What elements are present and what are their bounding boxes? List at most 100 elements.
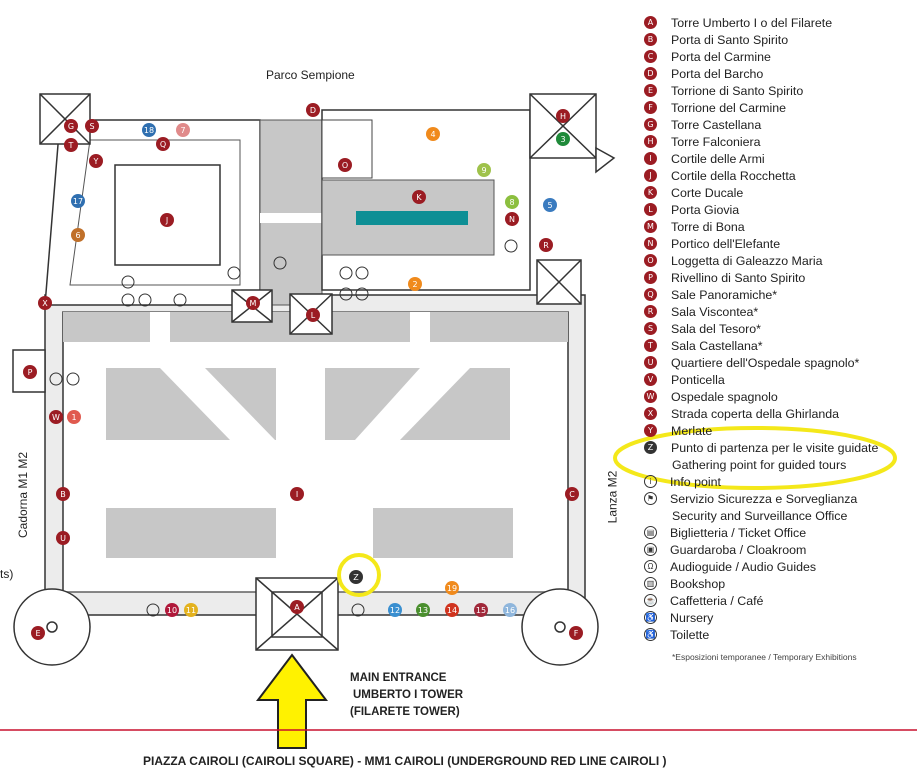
marker-3[interactable]: 3 bbox=[556, 132, 570, 146]
marker-W[interactable]: W bbox=[49, 410, 63, 424]
legend-badge: X bbox=[644, 407, 657, 420]
svg-text:11: 11 bbox=[186, 606, 196, 615]
svg-text:R: R bbox=[543, 241, 549, 250]
marker-18[interactable]: 18 bbox=[142, 123, 156, 137]
audioguide-icon bbox=[355, 287, 369, 301]
marker-H[interactable]: H bbox=[556, 109, 570, 123]
marker-7[interactable]: 7 bbox=[176, 123, 190, 137]
cortile-delle-armi bbox=[63, 312, 568, 558]
marker-1[interactable]: 1 bbox=[67, 410, 81, 424]
marker-C[interactable]: C bbox=[565, 487, 579, 501]
legend-label: Toilette bbox=[670, 627, 710, 642]
legend-label: Torrione di Santo Spirito bbox=[671, 83, 804, 98]
svg-text:D: D bbox=[310, 106, 316, 115]
marker-8[interactable]: 8 bbox=[505, 195, 519, 209]
marker-R[interactable]: R bbox=[539, 238, 553, 252]
svg-text:T: T bbox=[68, 141, 74, 150]
marker-M[interactable]: M bbox=[246, 296, 260, 310]
marker-X[interactable]: X bbox=[38, 296, 52, 310]
marker-10[interactable]: 10 bbox=[165, 603, 179, 617]
middle-wing bbox=[259, 119, 323, 306]
legend-service: ♿ Toilette bbox=[644, 626, 709, 643]
legend-badge: Q bbox=[644, 288, 657, 301]
marker-17[interactable]: 17 bbox=[71, 194, 85, 208]
legend-note: *Esposizioni temporanee / Temporary Exhi… bbox=[672, 652, 857, 662]
cafe-icon: ☕ bbox=[644, 594, 657, 607]
legend-badge: N bbox=[644, 237, 657, 250]
middle-passage bbox=[260, 213, 322, 223]
legend-label: Guardaroba / Cloakroom bbox=[670, 542, 807, 557]
marker-19[interactable]: 19 bbox=[445, 581, 459, 595]
marker-T[interactable]: T bbox=[64, 138, 78, 152]
marker-A[interactable]: A bbox=[290, 600, 304, 614]
svg-text:10: 10 bbox=[167, 606, 177, 615]
legend-service: ▤Biglietteria / Ticket Office bbox=[644, 524, 806, 541]
svg-text:Y: Y bbox=[93, 157, 99, 166]
legend-badge: M bbox=[644, 220, 657, 233]
legend-service: ⚑Servizio Sicurezza e Sorveglianza bbox=[644, 490, 857, 507]
security-icon bbox=[146, 603, 160, 617]
toilet-icon: ♿ bbox=[644, 628, 657, 641]
security-icon bbox=[121, 275, 135, 289]
marker-5[interactable]: 5 bbox=[543, 198, 557, 212]
svg-text:S: S bbox=[89, 122, 94, 131]
marker-I[interactable]: I bbox=[290, 487, 304, 501]
marker-K[interactable]: K bbox=[412, 190, 426, 204]
legend-label: Nursery bbox=[670, 610, 714, 625]
marker-15[interactable]: 15 bbox=[474, 603, 488, 617]
marker-J[interactable]: J bbox=[160, 213, 174, 227]
corte-ducale bbox=[321, 109, 531, 291]
marker-G[interactable]: G bbox=[64, 119, 78, 133]
marker-6[interactable]: 6 bbox=[71, 228, 85, 242]
legend-label: Sale Panoramiche* bbox=[671, 287, 778, 302]
marker-P[interactable]: P bbox=[23, 365, 37, 379]
marker-4[interactable]: 4 bbox=[426, 127, 440, 141]
legend-label: Sala del Tesoro* bbox=[671, 321, 762, 336]
marker-2[interactable]: 2 bbox=[408, 277, 422, 291]
rocchetta bbox=[44, 119, 261, 306]
marker-16[interactable]: 16 bbox=[503, 603, 517, 617]
legend-label: Caffetteria / Café bbox=[670, 593, 764, 608]
marker-Q[interactable]: Q bbox=[156, 137, 170, 151]
marker-12[interactable]: 12 bbox=[388, 603, 402, 617]
legend-label: Security and Surveillance Office bbox=[672, 508, 848, 523]
marker-Z[interactable]: Z bbox=[349, 570, 363, 584]
legend-badge: A bbox=[644, 16, 657, 29]
gathering-point-highlight bbox=[337, 553, 381, 597]
marker-B[interactable]: B bbox=[56, 487, 70, 501]
audioguide-icon: Ω bbox=[644, 560, 657, 573]
marker-S[interactable]: S bbox=[85, 119, 99, 133]
marker-L[interactable]: L bbox=[306, 308, 320, 322]
legend-label: Torre di Bona bbox=[671, 219, 745, 234]
marker-D[interactable]: D bbox=[306, 103, 320, 117]
svg-text:C: C bbox=[569, 490, 575, 499]
marker-F[interactable]: F bbox=[569, 626, 583, 640]
marker-U[interactable]: U bbox=[56, 531, 70, 545]
legend-label: Rivellino di Santo Spirito bbox=[671, 270, 806, 285]
marker-13[interactable]: 13 bbox=[416, 603, 430, 617]
legend-service: ♿Nursery bbox=[644, 609, 713, 626]
marker-Y[interactable]: Y bbox=[89, 154, 103, 168]
marker-O[interactable]: O bbox=[338, 158, 352, 172]
legend-item: M Torre di Bona bbox=[644, 218, 745, 235]
svg-text:1: 1 bbox=[71, 413, 76, 422]
marker-11[interactable]: 11 bbox=[184, 603, 198, 617]
marker-E[interactable]: E bbox=[31, 626, 45, 640]
marker-14[interactable]: 14 bbox=[445, 603, 459, 617]
marker-N[interactable]: N bbox=[505, 212, 519, 226]
marker-9[interactable]: 9 bbox=[477, 163, 491, 177]
square-label: PIAZZA CAIROLI (CAIROLI SQUARE) - MM1 CA… bbox=[143, 754, 667, 768]
info-point-icon bbox=[351, 603, 365, 617]
legend-label: Loggetta di Galeazzo Maria bbox=[671, 253, 823, 268]
